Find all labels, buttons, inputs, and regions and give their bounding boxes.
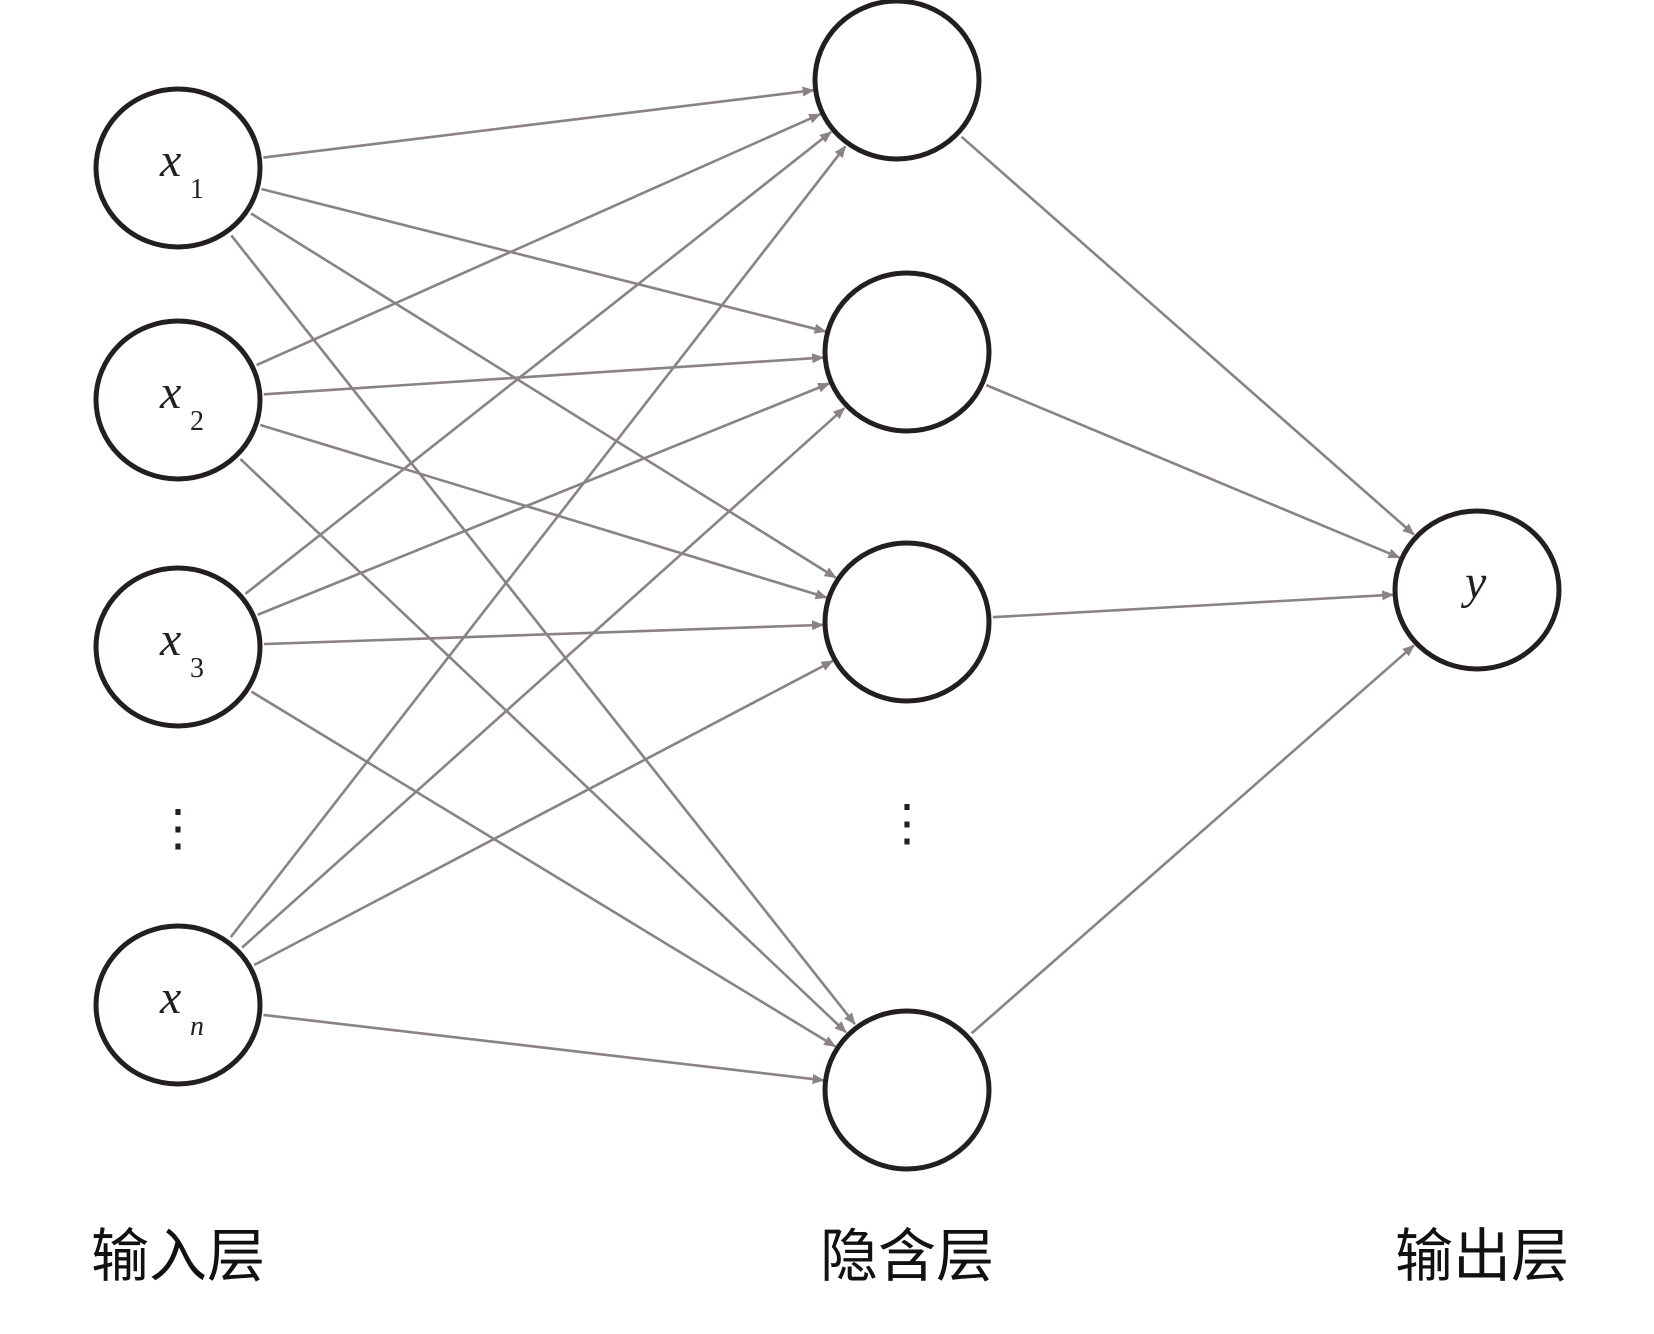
input-node-label: x bbox=[159, 971, 181, 1024]
output-layer-label: 输出层 bbox=[1395, 1222, 1569, 1290]
input-node-label: x bbox=[159, 613, 181, 666]
input-node bbox=[93, 86, 263, 250]
connection-edge bbox=[241, 407, 846, 949]
hidden-node bbox=[822, 1008, 992, 1172]
input-node-label-subscript: n bbox=[190, 1011, 204, 1042]
input-node bbox=[93, 923, 263, 1087]
connection-edge bbox=[257, 382, 831, 616]
output-node-label: y bbox=[1460, 556, 1487, 609]
connection-edge bbox=[250, 212, 837, 579]
connection-edge bbox=[229, 145, 847, 938]
output-node bbox=[1392, 508, 1562, 672]
connection-edge bbox=[250, 690, 837, 1048]
connection-edge bbox=[239, 458, 847, 1034]
input-node bbox=[93, 565, 263, 729]
input-node-label: x bbox=[159, 366, 181, 419]
connection-edge bbox=[263, 86, 815, 159]
hidden-node bbox=[822, 270, 992, 434]
connection-edge bbox=[960, 135, 1415, 536]
hidden-node bbox=[822, 540, 992, 704]
input-ellipsis: ⋮ bbox=[153, 800, 203, 856]
hidden-layer-label: 隐含层 bbox=[820, 1222, 994, 1290]
connection-edge bbox=[230, 234, 856, 1025]
connection-edge bbox=[253, 659, 834, 967]
hidden-node bbox=[812, 0, 982, 162]
connection-edge bbox=[261, 187, 827, 334]
input-node-label-subscript: 3 bbox=[190, 653, 204, 684]
input-node bbox=[93, 318, 263, 482]
connection-edge bbox=[992, 590, 1395, 619]
input-node-label-subscript: 2 bbox=[190, 406, 204, 437]
connection-edge bbox=[263, 620, 825, 646]
input-node-label-subscript: 1 bbox=[190, 174, 204, 205]
connection-edge bbox=[263, 1013, 825, 1084]
connection-edge bbox=[263, 353, 825, 396]
connection-edge bbox=[985, 383, 1401, 559]
connections bbox=[229, 86, 1415, 1084]
connection-edge bbox=[244, 130, 832, 595]
hidden-ellipsis: ⋮ bbox=[882, 795, 932, 851]
connection-edge bbox=[970, 644, 1415, 1035]
input-layer-label: 输入层 bbox=[91, 1222, 265, 1290]
connection-edge bbox=[259, 423, 828, 600]
connection-edge bbox=[256, 112, 822, 367]
input-node-label: x bbox=[159, 134, 181, 187]
